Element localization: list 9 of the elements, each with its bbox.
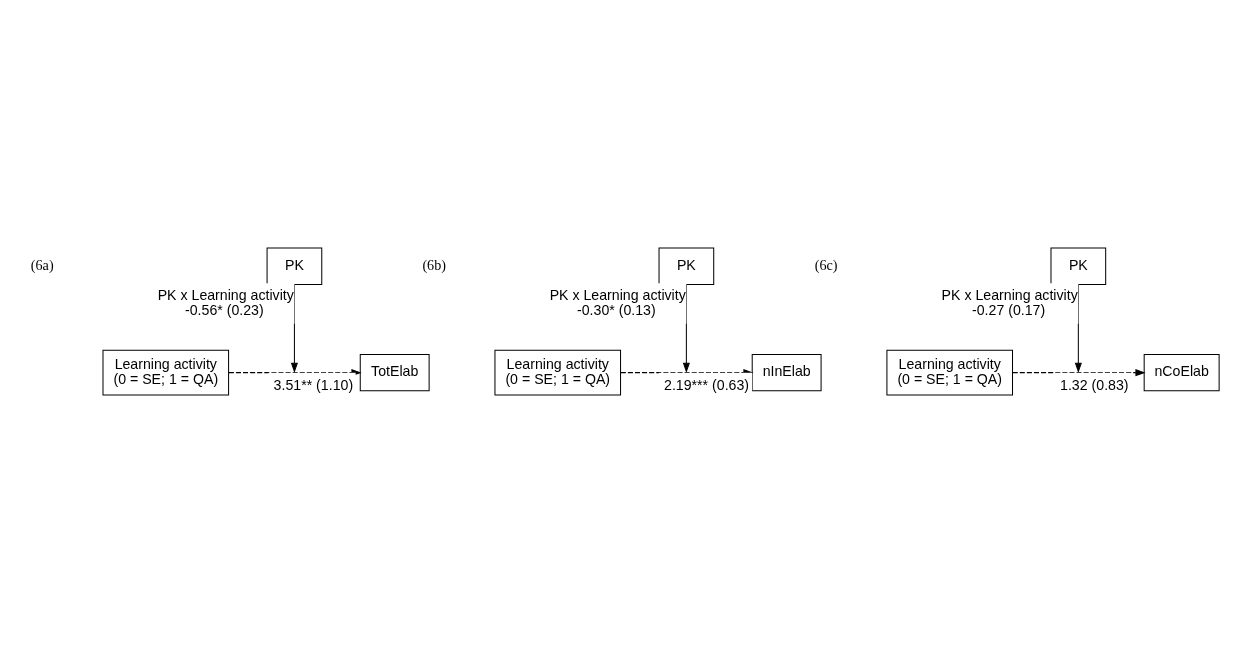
edge-label: PK x Learning activity -0.27 (0.17) [941, 286, 1078, 318]
label: (6b) [422, 257, 446, 274]
edge-label: PK x Learning activity -0.30* (0.13) [549, 286, 686, 318]
label: (6a) [30, 257, 54, 274]
label: (6c) [814, 257, 838, 274]
edge-label: 1.32 (0.83) [1060, 376, 1129, 393]
edge-label: 2.19*** (0.63) [664, 376, 750, 393]
edge-label: 3.51** (1.10) [273, 376, 354, 393]
edge-label: PK x Learning activity -0.56* (0.23) [157, 286, 294, 318]
